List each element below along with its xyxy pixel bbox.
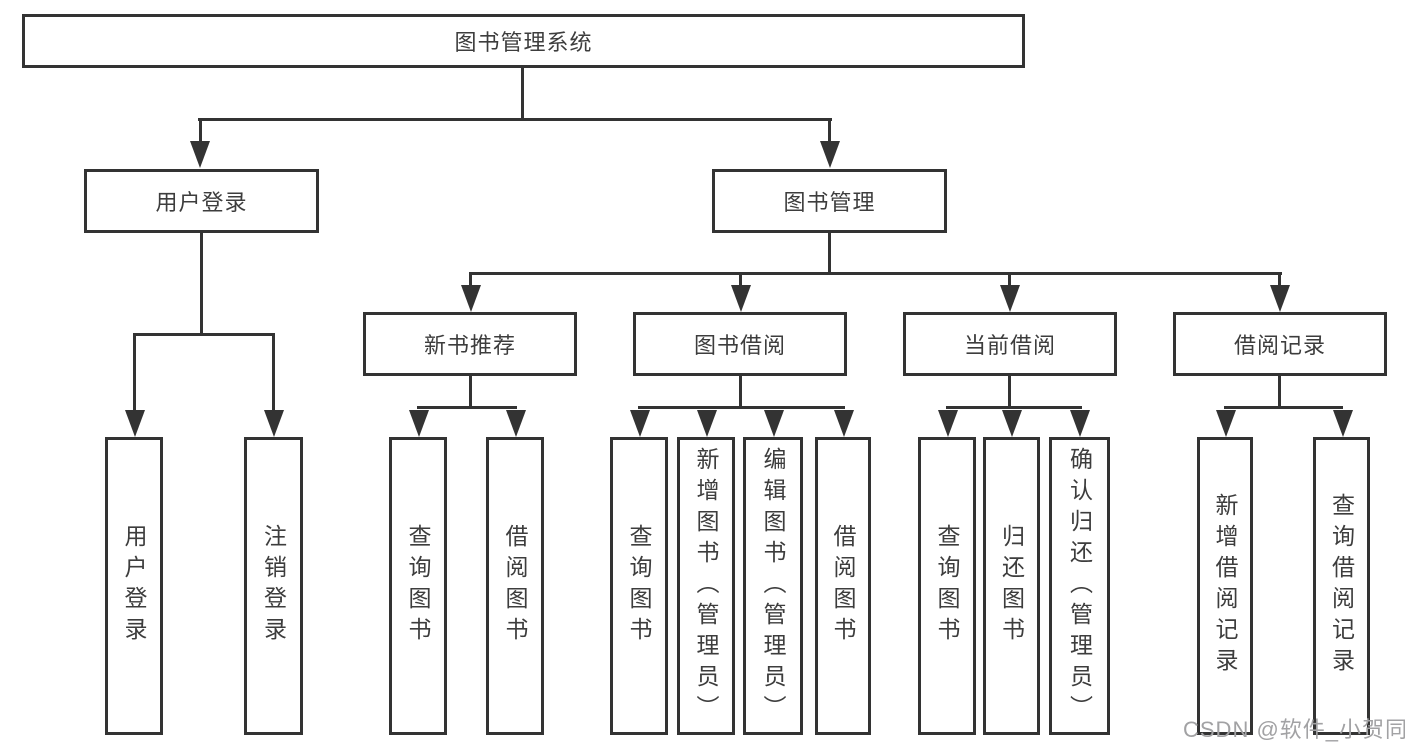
leaf-current-confirm-return-admin: 确认归还（管理员） — [1049, 437, 1110, 735]
connector-line — [198, 118, 832, 121]
connector-arrowhead — [820, 141, 840, 168]
connector-line — [946, 406, 1082, 409]
connector-line — [199, 118, 202, 144]
connector-arrowhead — [461, 285, 481, 312]
connector-line — [1278, 272, 1281, 286]
connector-line — [200, 233, 203, 336]
connector-line — [739, 376, 742, 409]
connector-line — [469, 272, 1282, 275]
leaf-newbook-borrow-books: 借阅图书 — [486, 437, 544, 735]
connector-arrowhead — [1070, 410, 1090, 437]
connector-line — [828, 118, 831, 144]
connector-arrowhead — [125, 410, 145, 437]
connector-line — [1278, 376, 1281, 409]
leaf-records-add-record: 新增借阅记录 — [1197, 437, 1253, 735]
connector-line — [1008, 272, 1011, 286]
connector-line — [469, 376, 472, 409]
connector-line — [521, 67, 524, 121]
connector-arrowhead — [630, 410, 650, 437]
connector-line — [1008, 376, 1011, 409]
connector-arrowhead — [1002, 410, 1022, 437]
connector-line — [1224, 406, 1343, 409]
connector-arrowhead — [264, 410, 284, 437]
node-user-login: 用户登录 — [84, 169, 319, 233]
connector-line — [272, 333, 275, 411]
node-current-borrowing: 当前借阅 — [903, 312, 1117, 376]
connector-arrowhead — [506, 410, 526, 437]
connector-arrowhead — [938, 410, 958, 437]
node-new-book-recommendation: 新书推荐 — [363, 312, 577, 376]
connector-line — [638, 406, 845, 409]
leaf-user-login: 用户登录 — [105, 437, 163, 735]
connector-arrowhead — [190, 141, 210, 168]
connector-line — [828, 233, 831, 275]
connector-line — [133, 333, 136, 411]
csdn-watermark: CSDN @软件_小贺同学 — [1183, 717, 1405, 742]
connector-arrowhead — [1333, 410, 1353, 437]
node-book-management: 图书管理 — [712, 169, 947, 233]
connector-arrowhead — [834, 410, 854, 437]
leaf-newbook-query-books: 查询图书 — [389, 437, 447, 735]
connector-arrowhead — [697, 410, 717, 437]
leaf-borrow-borrow-books: 借阅图书 — [815, 437, 871, 735]
connector-arrowhead — [409, 410, 429, 437]
node-book-borrowing: 图书借阅 — [633, 312, 847, 376]
connector-arrowhead — [1270, 285, 1290, 312]
leaf-records-query-record: 查询借阅记录 — [1313, 437, 1370, 735]
connector-arrowhead — [1000, 285, 1020, 312]
connector-line — [469, 272, 472, 286]
connector-line — [133, 333, 275, 336]
node-borrowing-records: 借阅记录 — [1173, 312, 1387, 376]
leaf-borrow-edit-books-admin: 编辑图书（管理员） — [743, 437, 803, 735]
leaf-current-query-books: 查询图书 — [918, 437, 976, 735]
node-library-management-system: 图书管理系统 — [22, 14, 1025, 68]
leaf-logout: 注销登录 — [244, 437, 303, 735]
leaf-borrow-add-books-admin: 新增图书（管理员） — [677, 437, 735, 735]
connector-line — [739, 272, 742, 286]
connector-line — [417, 406, 517, 409]
connector-arrowhead — [764, 410, 784, 437]
leaf-borrow-query-books: 查询图书 — [610, 437, 668, 735]
connector-arrowhead — [1216, 410, 1236, 437]
leaf-current-return-books: 归还图书 — [983, 437, 1040, 735]
connector-arrowhead — [731, 285, 751, 312]
